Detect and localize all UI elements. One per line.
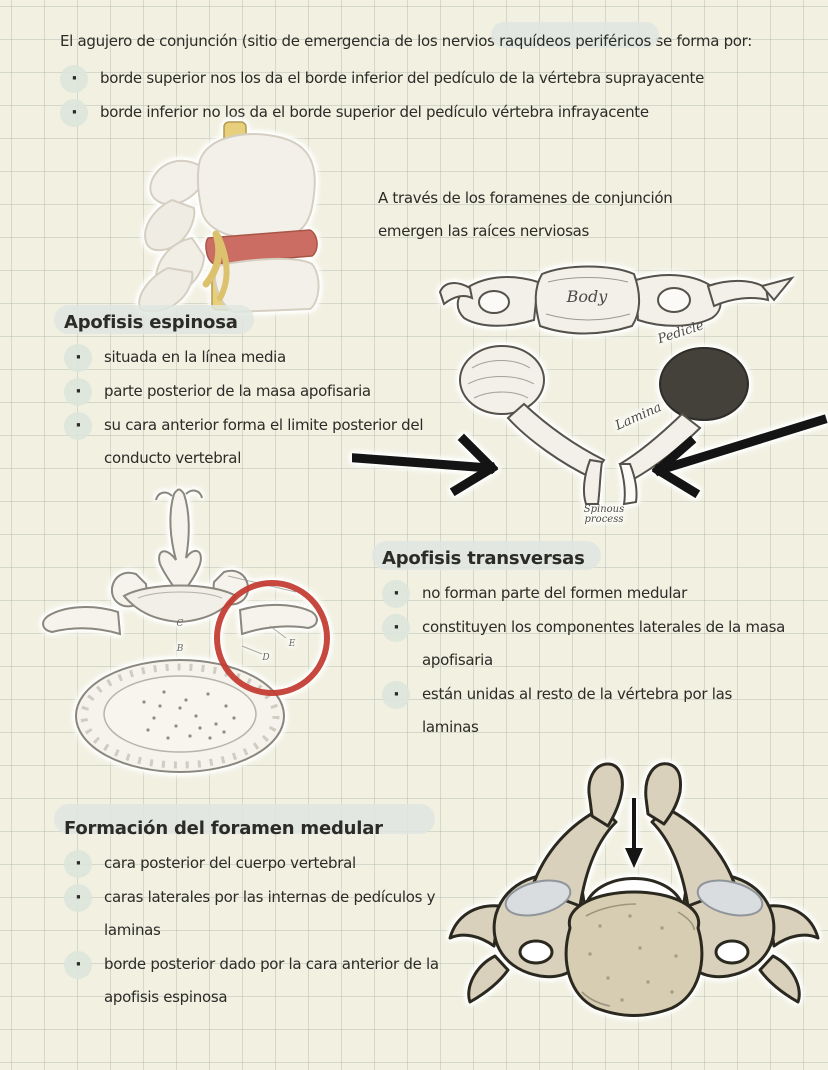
transverse-process-right-sketch — [238, 603, 318, 636]
articular-facet-right — [696, 879, 764, 917]
section-bullet: constituyen los componentes laterales de… — [382, 611, 790, 677]
section-title: Apofisis espinosa — [54, 305, 254, 334]
figure-engraving-cervical-vertebra: Body Pedicle Lamina Spinous process — [352, 265, 828, 524]
note-line: emergen las raíces nerviosas — [378, 222, 590, 240]
section-apofisis-transversas: Apofisis transversas no forman parte del… — [372, 541, 790, 745]
label-lamina: Lamina — [612, 400, 664, 434]
intro-line-post: se forma por: — [651, 32, 753, 50]
intro-line-pre: El agujero de conjunción (sitio de emerg… — [60, 32, 500, 50]
intro-bullet-list: borde superior nos los da el borde infer… — [60, 62, 820, 129]
section-bullet: parte posterior de la masa apofisaria — [64, 375, 436, 408]
label-letter-c: C — [177, 619, 184, 629]
transverse-foramen-right — [714, 939, 750, 965]
intro-line-highlight: raquídeos periféricos — [499, 32, 652, 50]
stipple-dots — [142, 690, 236, 740]
section-bullet-list: situada en la línea media parte posterio… — [64, 341, 436, 475]
neural-arch-sketch — [122, 584, 238, 624]
note-foramenes: A través de los foramenes de conjunción … — [378, 182, 673, 248]
spinous-process-left — [582, 458, 604, 505]
body-speckles — [588, 914, 678, 1002]
section-title: Formación del foramen medular — [54, 804, 435, 839]
intro-line: El agujero de conjunción (sitio de emerg… — [60, 28, 820, 54]
section-apofisis-espinosa: Apofisis espinosa situada en la línea me… — [54, 305, 436, 476]
label-letter-b: B — [176, 644, 184, 654]
section-bullet: no forman parte del formen medular — [382, 577, 790, 610]
vertebral-body-cartoon — [564, 890, 704, 1017]
spinous-prong-right — [644, 762, 682, 826]
section-bullet: su cara anterior forma el limite posteri… — [64, 409, 436, 475]
section-bullet-list: no forman parte del formen medular const… — [382, 577, 790, 744]
transverse-foramen-left — [518, 939, 554, 965]
spinous-process-right — [618, 463, 638, 506]
section-bullet: borde posterior dado por la cara anterio… — [64, 948, 482, 1014]
section-bullet-list: cara posterior del cuerpo vertebral cara… — [64, 847, 482, 1014]
transverse-process-left-sketch — [42, 606, 122, 636]
label-letter-e: E — [288, 639, 296, 649]
figure-3d-vertebrae — [138, 121, 320, 313]
section-bullet: situada en la línea media — [64, 341, 436, 374]
intro-paragraph: El agujero de conjunción (sitio de emerg… — [60, 28, 820, 130]
vertebral-body-engraving — [534, 265, 640, 335]
spinous-prong-left — [587, 762, 624, 828]
section-bullet: cara posterior del cuerpo vertebral — [64, 847, 482, 880]
articular-facet-left — [504, 879, 572, 917]
note-line: A través de los foramenes de conjunción — [378, 189, 673, 207]
intro-bullet: borde superior nos los da el borde infer… — [60, 62, 820, 95]
spinous-process-sketch — [158, 488, 202, 601]
intervertebral-disc — [205, 229, 318, 265]
section-title: Apofisis transversas — [372, 541, 601, 570]
arrow-right — [654, 414, 828, 476]
intro-bullet: borde inferior no los da el borde superi… — [60, 96, 820, 129]
section-formacion-foramen: Formación del foramen medular cara poste… — [54, 804, 482, 1015]
down-arrow — [625, 798, 643, 868]
figure-cartoon-cervical-vertebra — [448, 762, 820, 1017]
label-spinous-2: process — [585, 514, 624, 524]
label-body: Body — [566, 287, 609, 306]
nerve-root — [215, 233, 230, 301]
label-letter-d: D — [261, 653, 269, 663]
section-bullet: están unidas al resto de la vértebra por… — [382, 678, 790, 744]
figure-engraving-lumbar-vertebra: C B E D — [42, 488, 330, 773]
label-spinous-1: Spinous — [584, 504, 624, 515]
section-bullet: caras laterales por las internas de pedí… — [64, 881, 482, 947]
vertebral-body-upper — [196, 133, 316, 241]
red-highlight-circle — [214, 580, 330, 696]
